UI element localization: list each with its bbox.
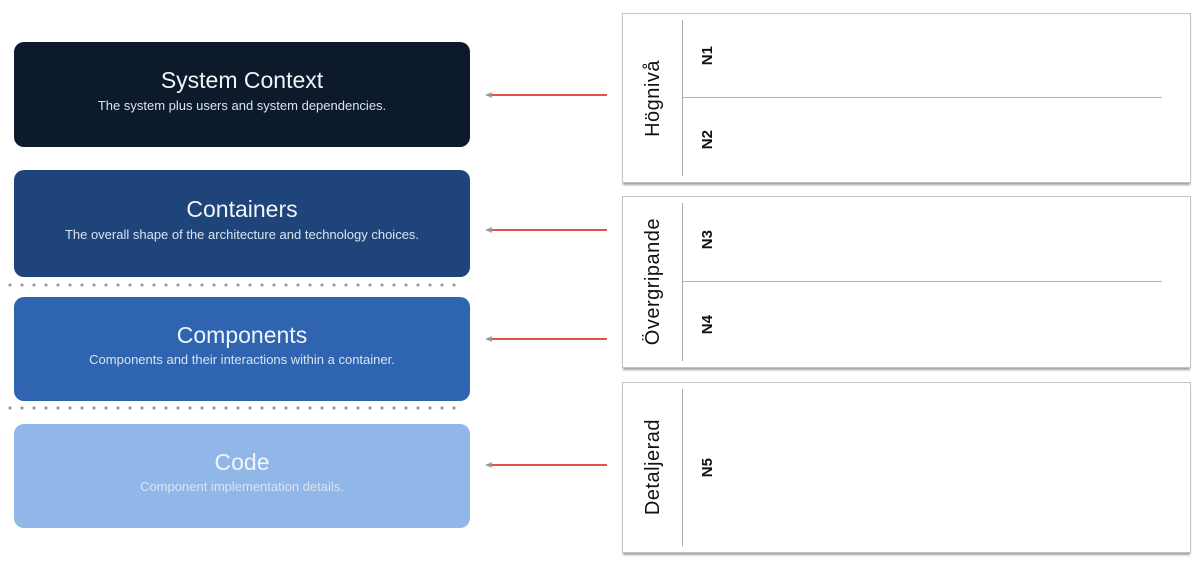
row-divider <box>683 281 1162 282</box>
row-label: N1 <box>699 46 716 66</box>
panel-detaljerad: Detaljerad N5 <box>622 382 1191 553</box>
level-title: Code <box>214 448 270 475</box>
connector-line-system-context <box>485 92 607 98</box>
connector-line-code <box>485 462 607 468</box>
row-label: N3 <box>699 229 716 250</box>
panel-label-cell: Detaljerad <box>623 383 683 552</box>
connector-arrow-tip-icon <box>485 462 492 468</box>
level-title: System Context <box>160 67 324 94</box>
connector-line-containers <box>485 227 607 233</box>
panel-label: Övergripande <box>641 218 664 346</box>
level-box-code: Code Component implementation details. <box>14 424 470 528</box>
row-label: N5 <box>699 457 716 478</box>
row-divider <box>683 97 1162 98</box>
connector-line-components <box>485 336 607 342</box>
level-box-system-context: System Context The system plus users and… <box>14 42 470 147</box>
level-subtitle: The overall shape of the architecture an… <box>64 226 420 242</box>
dotted-separator <box>2 406 462 410</box>
panel-label-cell: Högnivå <box>623 14 683 182</box>
panel-row-n2: N2 <box>683 98 1190 182</box>
level-subtitle: Components and their interactions within… <box>89 352 395 368</box>
level-subtitle: Component implementation details. <box>140 479 344 495</box>
level-box-components: Components Components and their interact… <box>14 297 470 401</box>
panel-label-cell: Övergripande <box>623 197 683 367</box>
connector-arrow-tip-icon <box>485 92 492 98</box>
vertical-divider <box>682 203 683 361</box>
connector-arrow-tip-icon <box>485 227 492 233</box>
level-subtitle: The system plus users and system depende… <box>97 97 387 113</box>
vertical-divider <box>682 20 683 176</box>
row-label: N2 <box>699 130 716 150</box>
panel-overgripande: Övergripande N3 N4 <box>622 196 1191 368</box>
panel-label: Högnivå <box>641 59 664 137</box>
connector-arrow-tip-icon <box>485 336 492 342</box>
level-box-containers: Containers The overall shape of the arch… <box>14 170 470 277</box>
panel-hognivaa: Högnivå N1 N2 <box>622 13 1191 183</box>
level-title: Containers <box>186 196 298 223</box>
panel-row-n4: N4 <box>683 282 1190 367</box>
level-title: Components <box>176 321 308 348</box>
panel-row-n5: N5 <box>683 383 1190 552</box>
panel-row-n3: N3 <box>683 197 1190 282</box>
panel-label: Detaljerad <box>641 419 664 516</box>
vertical-divider <box>682 389 683 546</box>
row-label: N4 <box>699 314 716 335</box>
dotted-separator <box>2 283 462 287</box>
panel-row-n1: N1 <box>683 14 1190 98</box>
